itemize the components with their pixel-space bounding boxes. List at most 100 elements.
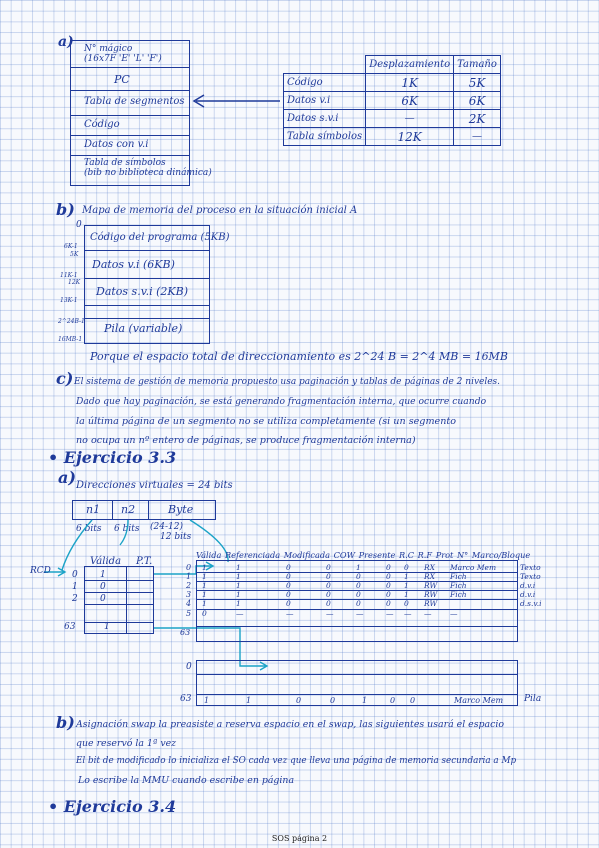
section-a2-label: a) <box>58 468 76 487</box>
l2-row-divider <box>196 590 518 591</box>
l2-index: 4 <box>186 599 192 608</box>
l2-cell: 0 <box>202 609 207 618</box>
l1-index: 2 <box>72 594 78 604</box>
l2-row-divider <box>196 572 518 573</box>
l2b-cell: 1 <box>246 696 252 705</box>
section-a2-title: Direcciones virtuales = 24 bits <box>76 480 233 491</box>
l2-cell: 0 <box>386 581 391 590</box>
l2-cell: 1 <box>202 572 207 581</box>
l2-cell: 0 <box>386 572 391 581</box>
l2-cell: 0 <box>356 590 361 599</box>
l2-cell: 0 <box>326 572 331 581</box>
addr-bits: 12 bits <box>160 532 192 542</box>
addr-bits: (24-12) <box>150 522 183 532</box>
l2-header: Presente <box>358 550 396 560</box>
section-b2-line: que reservó la 1ª vez <box>76 738 177 749</box>
l2b-cell: 1 <box>204 696 210 705</box>
l1-header-valid: Válida <box>90 556 122 567</box>
section-c-label: c) <box>56 369 74 388</box>
l2-header: R.F <box>417 550 433 560</box>
l2-cell: — <box>286 609 294 618</box>
memmap-side-label: 11K-1 <box>60 272 78 279</box>
l2-headers: Válida Referenciada Modificada COW Prese… <box>196 550 530 560</box>
l2-header: Modificada <box>283 550 330 560</box>
addr-bits: 6 bits <box>76 524 102 534</box>
exec-row-pc: PC <box>114 73 130 86</box>
l2-cell: 0 <box>356 581 361 590</box>
l2-cell: 0 <box>386 563 391 572</box>
l2-right-label: Texto <box>520 563 541 572</box>
arrow-to-segment-table <box>192 94 280 108</box>
addr-field-byte: Byte <box>168 503 194 516</box>
exec-row-magic: N° mágico (16x7F 'E' 'L' 'F') <box>84 44 162 64</box>
l2-cell: 0 <box>286 572 291 581</box>
l1-valid-value: 1 <box>100 570 106 580</box>
l2-row-divider <box>196 599 518 600</box>
l2-index: 1 <box>186 572 192 581</box>
l2-cell: 0 <box>286 563 291 572</box>
memmap-data-svi: Datos s.v.i (2KB) <box>96 285 189 298</box>
memmap-side-label: 16MB-1 <box>58 336 83 343</box>
l2-cell: — <box>424 609 432 618</box>
section-a-label: a) <box>58 34 74 50</box>
l2-cell: Fich <box>450 590 467 599</box>
section-b2-line: El bit de modificado lo inicializa el SO… <box>76 756 517 766</box>
l2-header: Prot <box>435 550 454 560</box>
section-b2-line: Asignación swap la preasiste a reserva e… <box>76 719 505 730</box>
seg-cell: 5K <box>453 73 501 92</box>
l1-header-pt: P.T. <box>136 556 153 567</box>
seg-cell: 6K <box>453 91 501 110</box>
l2-cell: 0 <box>326 590 331 599</box>
l2-cell: 0 <box>286 599 291 608</box>
l2b-cell: 0 <box>330 696 336 705</box>
l2-cell: — <box>404 609 412 618</box>
l2-cell: 0 <box>356 572 361 581</box>
l2-header: N° Marco/Bloque <box>456 550 531 560</box>
l2-right-label: d.s.v.i <box>520 599 542 608</box>
addr-field-n2: n2 <box>121 503 136 516</box>
exercise-3-4-heading: • Ejercicio 3.4 <box>48 797 177 816</box>
level2-page-table <box>196 560 518 642</box>
l2-cell: 1 <box>404 581 409 590</box>
section-c-line: la última página de un segmento no se ut… <box>76 416 457 427</box>
l2-cell: 0 <box>326 599 331 608</box>
seg-header-size: Tamaño <box>453 55 501 74</box>
l2-cell: Fich <box>450 572 467 581</box>
l2-cell: 1 <box>236 590 241 599</box>
l2-cell: 1 <box>236 581 241 590</box>
memmap-stack: Pila (variable) <box>104 322 183 335</box>
l1-valid-value: 0 <box>100 582 106 592</box>
l2-cell: 0 <box>286 581 291 590</box>
l2b-cell: 0 <box>390 696 396 705</box>
l2-cell: 1 <box>202 581 207 590</box>
section-b2-label: b) <box>56 713 75 732</box>
l2-index: 2 <box>186 581 192 590</box>
l2-cell: RX <box>424 572 435 581</box>
seg-cell: — <box>453 127 501 146</box>
l2-cell: 0 <box>386 599 391 608</box>
l2b-cell: 0 <box>296 696 302 705</box>
exercise-3-3-heading: • Ejercicio 3.3 <box>48 448 177 467</box>
l1-index: 63 <box>64 622 76 632</box>
memmap-side-label: 13K-1 <box>60 297 78 304</box>
l2-row-divider <box>196 609 518 610</box>
l1-index: 1 <box>72 582 78 592</box>
l2b-cell: 0 <box>410 696 416 705</box>
l2-cell: RW <box>424 599 438 608</box>
l2-cell: — <box>450 609 458 618</box>
section-b-note: Porque el espacio total de direccionamie… <box>90 350 508 363</box>
l2-cell: 0 <box>404 599 409 608</box>
l2-cell: RW <box>424 590 438 599</box>
l2b-index: 63 <box>180 694 192 704</box>
l2b-right-label: Pila <box>524 694 542 704</box>
section-c-line: no ocupa un nº entero de páginas, se pro… <box>76 435 416 446</box>
l2-cell: RW <box>424 581 438 590</box>
l1-valid-value: 0 <box>100 594 106 604</box>
executable-layout-box <box>70 40 190 186</box>
memmap-side-label: 5K <box>70 251 79 258</box>
l2-cell: 0 <box>386 590 391 599</box>
l2-row-divider <box>196 626 518 627</box>
l2-header: Referenciada <box>225 550 281 560</box>
l2-index: 63 <box>180 628 191 637</box>
